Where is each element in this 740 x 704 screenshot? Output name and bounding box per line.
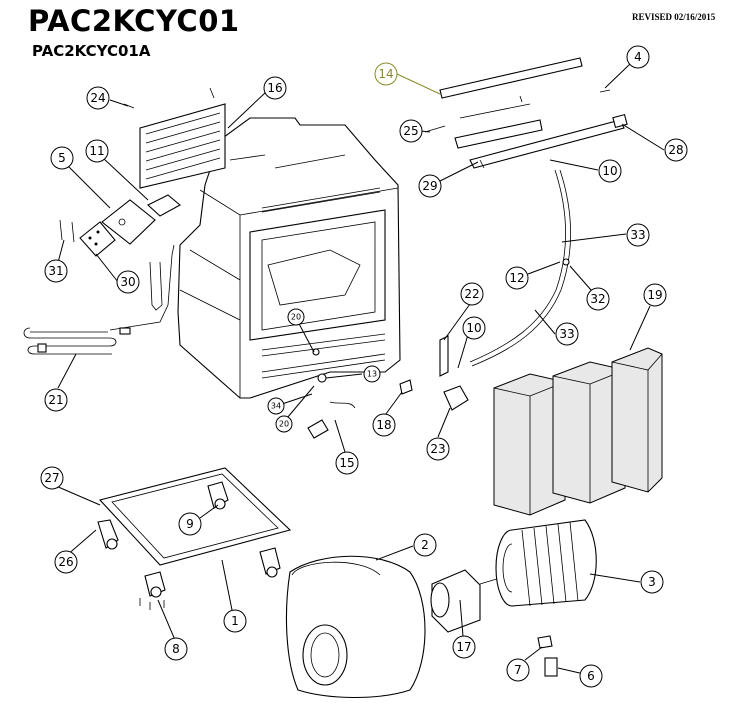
pump-assembly [439, 335, 469, 411]
heater-element [23, 244, 175, 355]
callout-label: 20 [291, 313, 301, 322]
callout-label: 23 [430, 442, 445, 456]
callout-24: 24 [86, 86, 110, 110]
callout-label: 8 [172, 642, 180, 656]
callout-6: 6 [579, 664, 603, 688]
callout-label: 25 [403, 124, 418, 138]
float-switch [307, 348, 413, 439]
media-pads [493, 347, 663, 516]
page-subtitle: PAC2KCYC01A [32, 42, 151, 60]
revision-date: REVISED 02/16/2015 [632, 12, 716, 22]
callout-10b: 10 [462, 316, 486, 340]
callout-31: 31 [44, 259, 68, 283]
callout-label: 11 [89, 144, 104, 158]
callout-label: 33 [559, 327, 574, 341]
blower-housing [285, 555, 426, 698]
cabinet-housing [177, 117, 401, 399]
callout-2: 2 [413, 533, 437, 557]
screws-24 [123, 87, 215, 109]
callout-4: 4 [626, 45, 650, 69]
callout-28: 28 [664, 138, 688, 162]
callout-17: 17 [452, 635, 476, 659]
screws-31 [59, 219, 75, 243]
callout-19: 19 [643, 283, 667, 307]
callout-3: 3 [640, 570, 664, 594]
callout-label: 20 [279, 420, 289, 429]
control-box [101, 194, 181, 245]
callout-label: 10 [466, 321, 481, 335]
callout-16: 16 [263, 76, 287, 100]
callout-5: 5 [50, 146, 74, 170]
callout-10a: 10 [598, 159, 622, 183]
page-title: PAC2KCYC01 [28, 4, 240, 38]
bracket-30 [79, 221, 116, 257]
callout-label: 1 [231, 614, 239, 628]
callout-33b: 33 [555, 322, 579, 346]
callout-33a: 33 [626, 223, 650, 247]
callout-32: 32 [586, 287, 610, 311]
callout-label: 7 [514, 663, 522, 677]
callout-label: 16 [267, 81, 282, 95]
callout-7: 7 [506, 658, 530, 682]
callout-15: 15 [335, 451, 359, 475]
callout-26: 26 [54, 550, 78, 574]
callout-label: 32 [590, 292, 605, 306]
callout-21: 21 [44, 388, 68, 412]
blower-wheel [495, 519, 597, 607]
callout-34: 34 [267, 397, 285, 415]
callout-label: 31 [48, 264, 63, 278]
callout-20b: 20 [275, 415, 293, 433]
callout-label: 24 [90, 91, 105, 105]
callout-label: 30 [120, 275, 135, 289]
callout-1: 1 [223, 609, 247, 633]
callout-23: 23 [426, 437, 450, 461]
callout-label: 2 [421, 538, 429, 552]
callout-29: 29 [418, 174, 442, 198]
distribution-channel [424, 57, 628, 169]
fan-motor [430, 569, 501, 633]
small-parts-6-7 [537, 635, 558, 677]
callout-12: 12 [505, 266, 529, 290]
callout-label: 18 [376, 418, 391, 432]
callout-label: 5 [58, 151, 66, 165]
callout-label: 12 [509, 271, 524, 285]
callout-8: 8 [164, 637, 188, 661]
callout-9: 9 [178, 512, 202, 536]
callout-label: 34 [271, 402, 281, 411]
callout-label: 29 [422, 179, 437, 193]
callout-label: 10 [602, 164, 617, 178]
callout-label: 3 [648, 575, 656, 589]
callout-label: 15 [339, 456, 354, 470]
callout-label: 14 [378, 67, 393, 81]
callout-label: 22 [464, 287, 479, 301]
callout-14: 14 [374, 62, 398, 86]
callout-22: 22 [460, 282, 484, 306]
base-frame [97, 467, 292, 610]
callout-label: 33 [630, 228, 645, 242]
callout-label: 19 [647, 288, 662, 302]
callout-30: 30 [116, 270, 140, 294]
louver-grille [139, 103, 226, 189]
callout-label: 17 [456, 640, 471, 654]
callout-13: 13 [363, 365, 381, 383]
callout-25: 25 [399, 119, 423, 143]
callout-label: 27 [44, 471, 59, 485]
callout-label: 21 [48, 393, 63, 407]
callout-label: 26 [58, 555, 73, 569]
callout-20a: 20 [287, 308, 305, 326]
callout-11: 11 [85, 139, 109, 163]
callout-27: 27 [40, 466, 64, 490]
callout-18: 18 [372, 413, 396, 437]
callout-label: 6 [587, 669, 595, 683]
callout-label: 13 [367, 370, 377, 379]
callout-label: 4 [634, 50, 642, 64]
callout-label: 9 [186, 517, 194, 531]
callout-label: 28 [668, 143, 683, 157]
water-tube [469, 169, 572, 367]
